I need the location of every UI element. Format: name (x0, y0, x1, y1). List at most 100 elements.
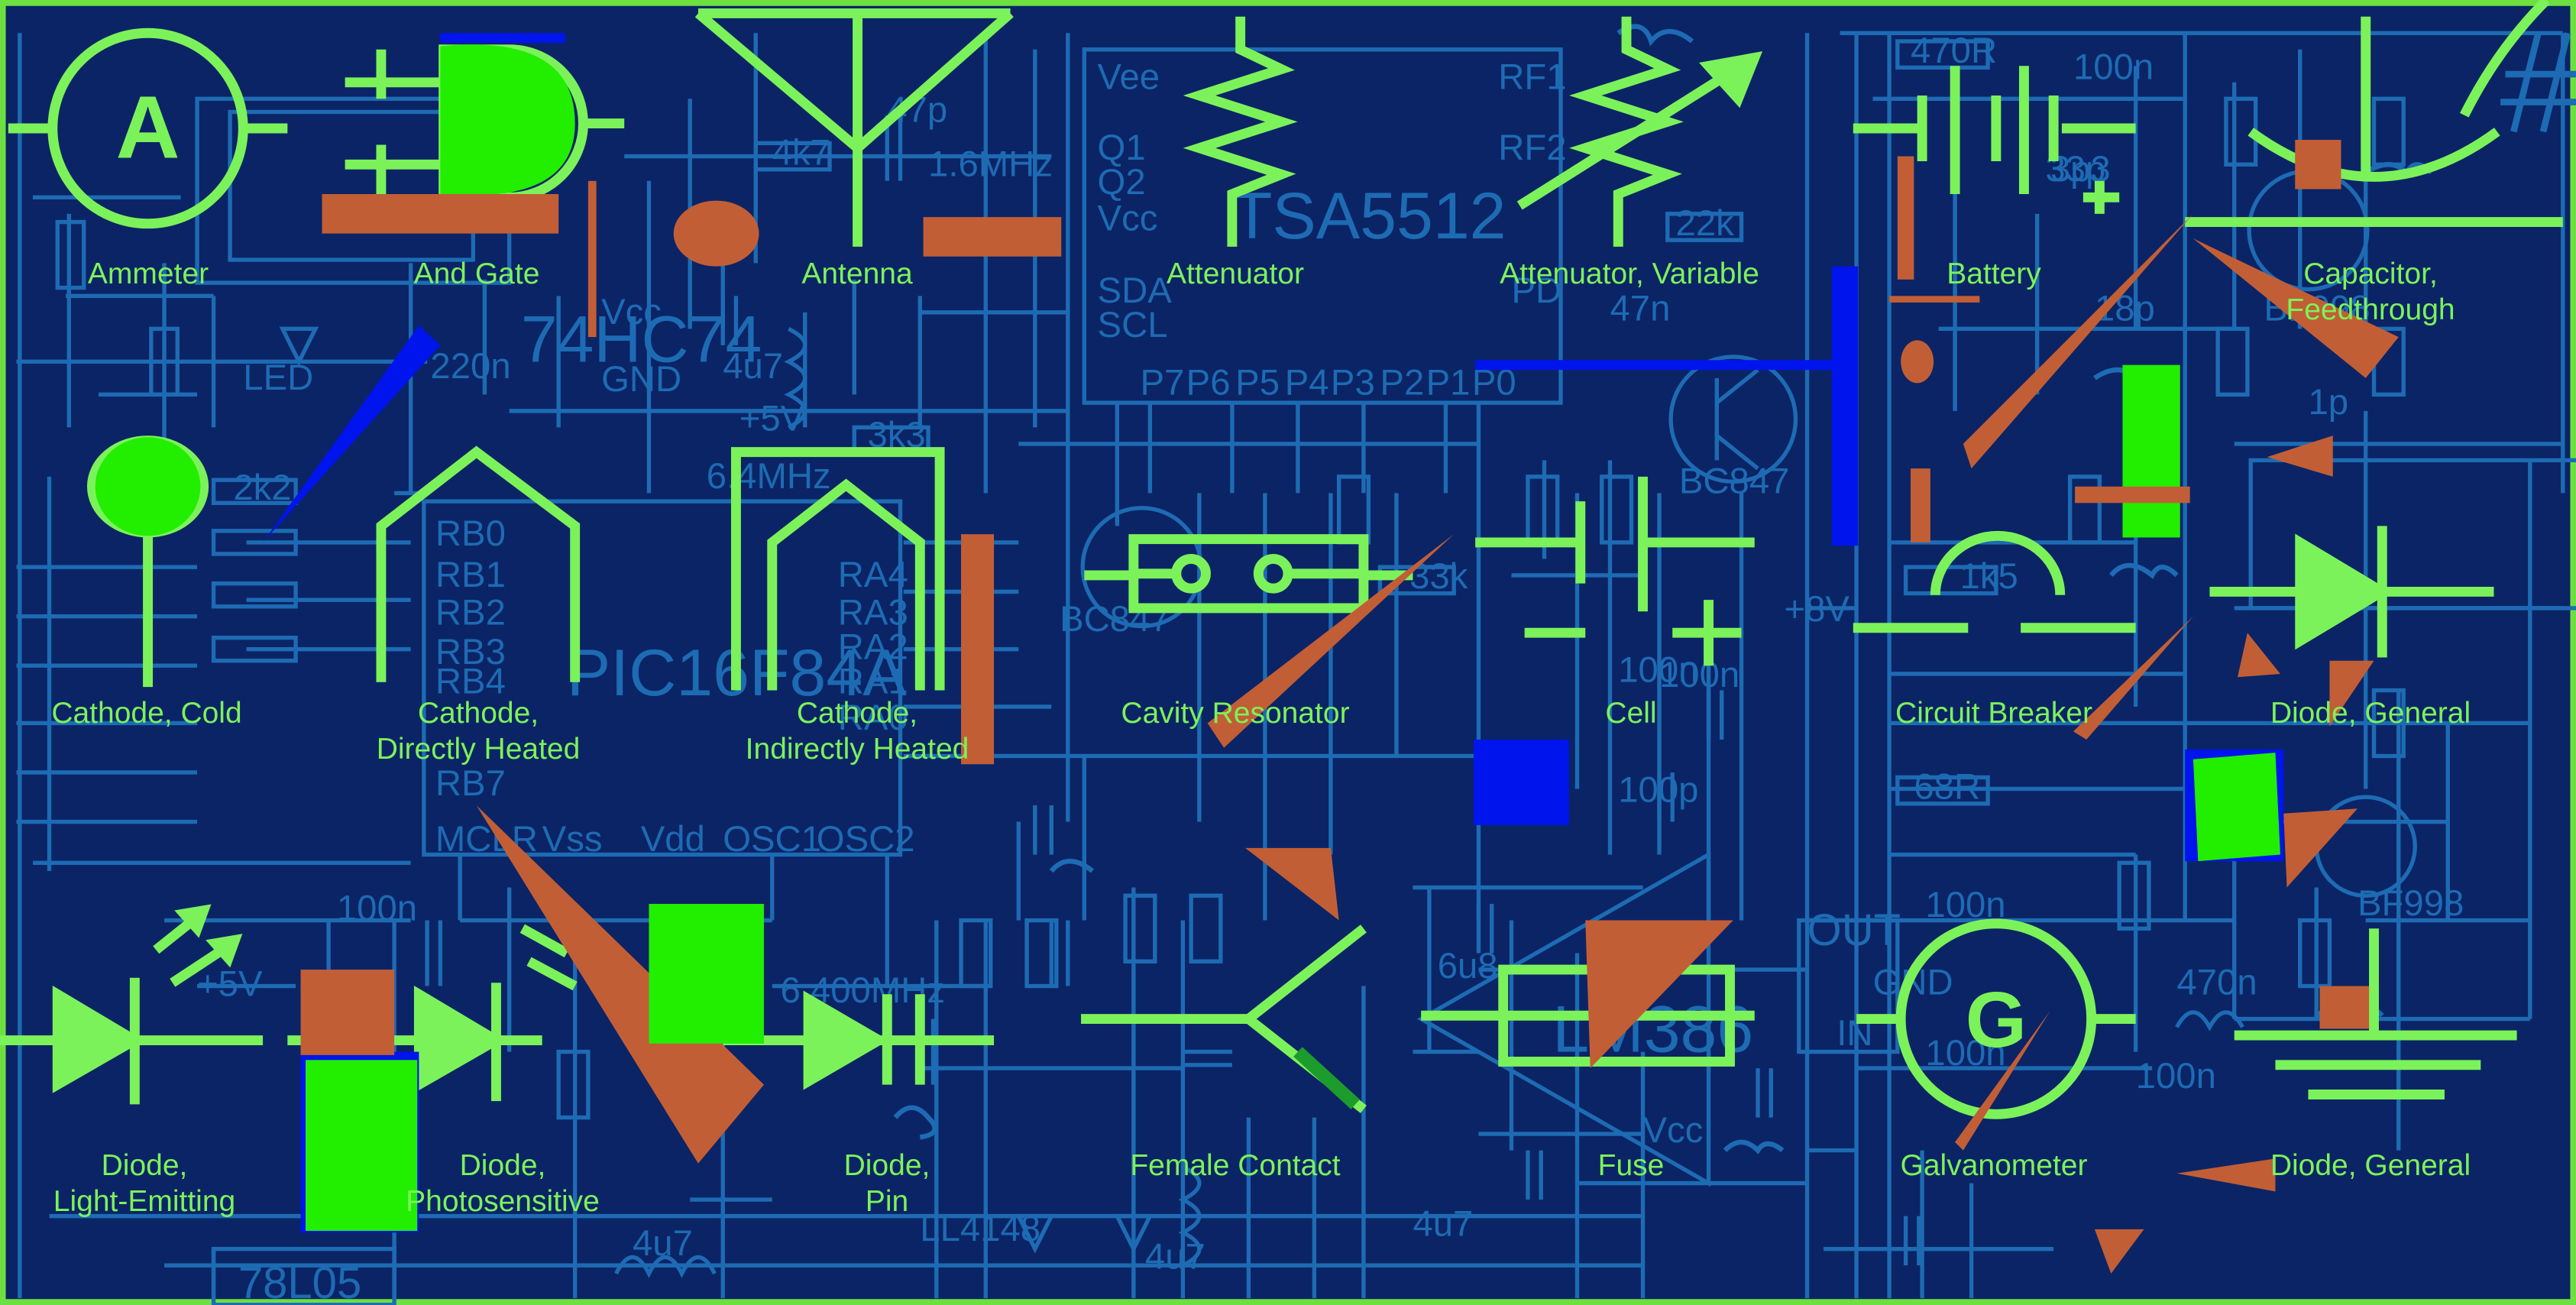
label-diode-pin: Diode, Pin (843, 1149, 930, 1218)
label-ammeter: Ammeter (87, 257, 209, 290)
pic-pin: RB3 (435, 632, 506, 672)
tsa-pin: Vee (1098, 57, 1160, 97)
antenna-symbol (694, 8, 1014, 247)
label-cathode-directly-heated: Cathode, Directly Heated (376, 697, 581, 766)
green-blob (2193, 753, 2280, 862)
component-value: 1k5 (1960, 556, 2018, 597)
component-value: 22k (1676, 203, 1735, 244)
orange-triangle (1955, 1010, 2050, 1151)
diode-pin-symbol (723, 990, 995, 1090)
electronic-symbols (0, 0, 2563, 1119)
orange-bar (322, 194, 559, 234)
blue-bar (1831, 266, 1859, 546)
pic-pin: RB7 (435, 763, 506, 804)
component-value: 100n (2073, 47, 2154, 87)
chip-lm386-label: LM386 (1552, 993, 1753, 1067)
pic-pin: RA2 (838, 627, 908, 668)
freq-label: 6.4MHz (707, 456, 831, 497)
pic-pin: RA4 (838, 555, 908, 595)
orange-triangle (1245, 847, 1339, 921)
orange-square (2295, 140, 2341, 189)
pic-pin: OSC2 (817, 819, 915, 860)
cavity-resonator-symbol (1084, 534, 1413, 614)
component-value: 4k7 (772, 132, 830, 173)
attenuator-symbol (1183, 16, 1298, 247)
tsa-pin: P5 (1235, 362, 1280, 403)
tsa-pin: P2 (1380, 362, 1424, 403)
component-value: 100n (1659, 655, 1739, 695)
component-value: 220n (430, 346, 510, 387)
label-diode-general-2: Diode, General (2270, 1149, 2471, 1182)
component-value: 4u7 (1413, 1203, 1473, 1244)
green-rect (649, 904, 764, 1044)
orange-bar (2075, 486, 2190, 504)
component-value: 2k2 (233, 468, 291, 508)
pic-pin: RB4 (435, 662, 506, 702)
blue-triangle (263, 325, 441, 542)
orange-triangle (1585, 920, 1733, 1069)
label-battery: Battery (1947, 257, 2041, 290)
component-value: 100n (337, 889, 417, 929)
green-line (1293, 1047, 1360, 1109)
pic-pin: Vdd (641, 819, 705, 860)
label-capacitor-feedthrough: Capacitor, Feedthrough (2286, 257, 2455, 326)
tsa-pin: PD (1511, 270, 1561, 311)
green-bar (2122, 364, 2180, 538)
label-attenuator-variable: Attenuator, Variable (1500, 257, 1759, 290)
tsa-pin: SDA (1098, 270, 1173, 311)
freq-label: 1.6MHz (928, 144, 1053, 184)
orange-circle (673, 200, 759, 267)
orange-triangle (2094, 1229, 2144, 1274)
orange-triangle (476, 805, 764, 1164)
green-blob (95, 437, 201, 536)
cell-symbol (1475, 476, 1755, 666)
regulator-label: 78L05 (238, 1258, 361, 1305)
tsa-pin: RF1 (1498, 57, 1566, 97)
component-value: 470R (1911, 31, 1997, 71)
galvanometer-letter: G (1966, 976, 2027, 1064)
tsa-pin: Q1 (1098, 128, 1146, 168)
vcc-label: Vcc (1643, 1110, 1704, 1151)
component-value: 4u7 (633, 1223, 693, 1264)
orange-triangle (2267, 436, 2333, 477)
capacitor-feedthrough-symbol (2185, 0, 2563, 228)
transistor-label: BC847 (1679, 461, 1790, 501)
ammeter-letter: A (116, 78, 180, 177)
diode-part-label: LL4148 (920, 1209, 1040, 1249)
chip-74hc74-label: 74HC74 (521, 303, 762, 376)
label-attenuator: Attenuator (1167, 257, 1304, 290)
pic-pin: RA1 (838, 662, 908, 702)
orange-bar (1889, 296, 1980, 303)
pic-pin: OSC1 (723, 819, 821, 860)
label-diode-general: Diode, General (2270, 697, 2471, 730)
component-value: 470n (2176, 962, 2257, 1002)
diode-general-symbol (2209, 526, 2494, 658)
tsa-pin: Q2 (1098, 162, 1146, 202)
component-value: 100p (1618, 770, 1698, 811)
plus5v-label: +5V (197, 963, 263, 1004)
orange-bar (961, 534, 995, 765)
diode-light-emitting-symbol (0, 904, 264, 1105)
component-value: 47n (1610, 289, 1670, 329)
label-cathode-indirectly-heated: Cathode, Indirectly Heated (745, 697, 969, 766)
pic-pin: RB0 (435, 513, 506, 554)
transistor-label: BF998 (2358, 883, 2464, 924)
label-cell: Cell (1605, 697, 1657, 730)
label-diode-light-emitting: Diode, Light-Emitting (53, 1149, 236, 1218)
vcc-label: Vcc (601, 292, 662, 332)
tsa-pin: P6 (1186, 362, 1231, 403)
orange-triangle (2193, 238, 2399, 378)
tsa-pin: Vcc (1098, 198, 1158, 238)
label-diode-photosensitive: Diode, Photosensitive (406, 1149, 600, 1218)
label-and-gate: And Gate (413, 257, 540, 290)
component-value: 4u7 (723, 346, 783, 387)
regulator-pin-out: OUT (1807, 905, 1901, 955)
orange-triangle (1963, 213, 2193, 469)
pic-pin: RB2 (435, 592, 506, 633)
tsa-pin: P1 (1426, 362, 1471, 403)
orange-square (300, 970, 395, 1055)
label-galvanometer: Galvanometer (1900, 1149, 2088, 1182)
component-value: 100n (1618, 650, 1698, 691)
orange-square (2319, 986, 2370, 1029)
